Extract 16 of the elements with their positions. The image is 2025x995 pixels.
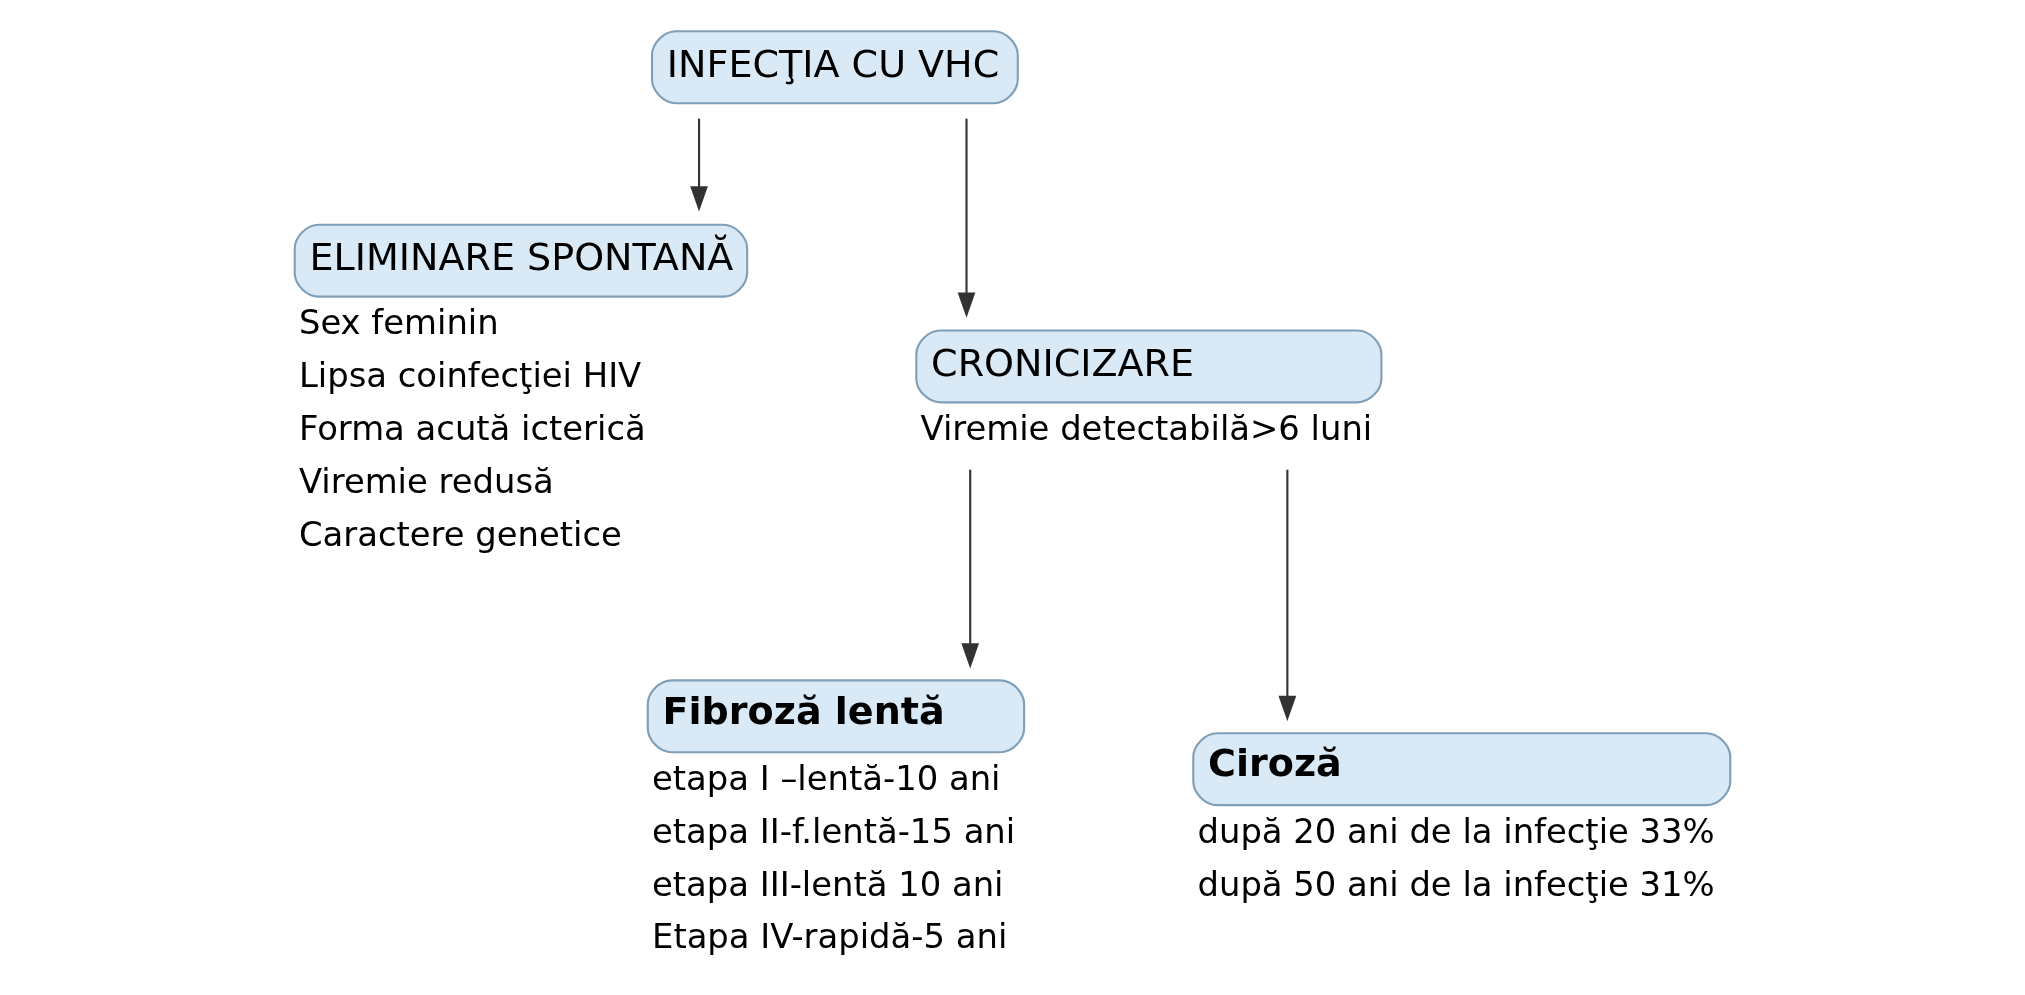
- arrow: [690, 118, 708, 212]
- arrow: [957, 118, 976, 318]
- node-label: Viremie detectabilă>6 luni: [920, 408, 1373, 448]
- arrow: [961, 469, 980, 669]
- node-label: după 20 ani de la infecţie 33%: [1197, 811, 1715, 851]
- node-label: Etapa IV-rapidă-5 ani: [652, 917, 1008, 957]
- node-label: Lipsa coinfecţiei HIV: [298, 356, 642, 396]
- arrow: [1278, 469, 1297, 722]
- node-label: Caractere genetice: [298, 514, 622, 554]
- node-label: etapa I –lentă-10 ani: [652, 758, 1001, 798]
- node-label: etapa III-lentă 10 ani: [652, 864, 1004, 904]
- node-label: etapa II-f.lentă-15 ani: [652, 811, 1016, 851]
- node-label: Viremie redusă: [298, 461, 554, 501]
- node-label: Sex feminin: [298, 303, 499, 343]
- node-label: după 50 ani de la infecţie 31%: [1197, 864, 1715, 904]
- node-label: Forma acută icterică: [298, 408, 646, 448]
